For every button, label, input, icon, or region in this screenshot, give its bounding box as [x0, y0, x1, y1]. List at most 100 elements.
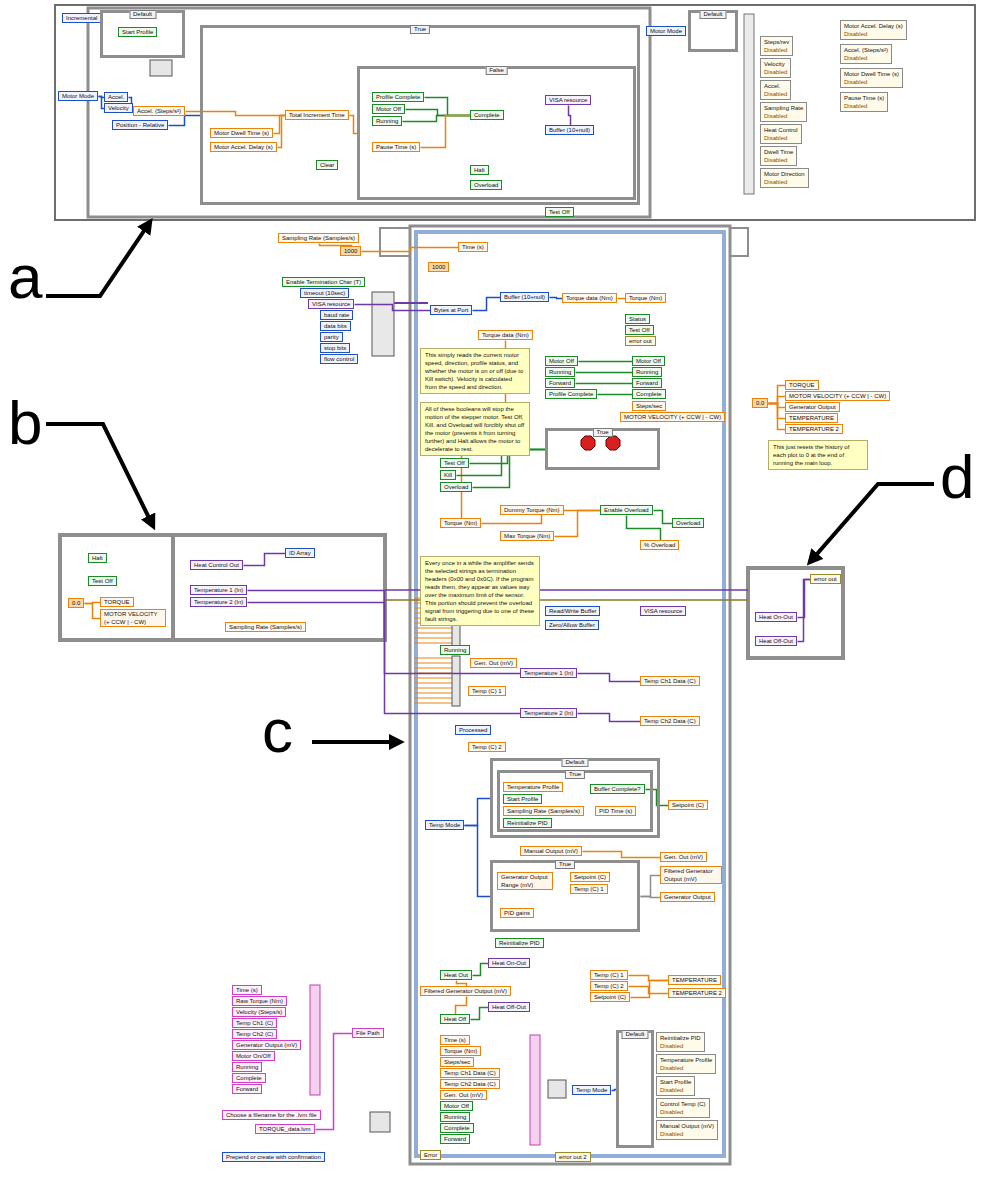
integer-terminal: Temp Mode	[425, 820, 464, 830]
boolean-terminal: Complete	[440, 1123, 474, 1133]
numeric-terminal: Accel. (Steps/s²)	[133, 106, 185, 116]
visa-terminal: Heat On-Out	[755, 612, 797, 622]
terminal-label: Running	[444, 1113, 466, 1121]
property-node: Motor DirectionDisabled	[760, 168, 809, 188]
terminal-label: Gen. Out (mV)	[444, 1091, 483, 1099]
property-node: Accel. (Steps/s²)Disabled	[840, 44, 892, 64]
property-value: Disabled	[764, 46, 789, 54]
terminal-label: Heat Control Out	[194, 561, 239, 569]
visa-terminal: VISA resource	[545, 95, 591, 105]
terminal-label: Running	[236, 1063, 258, 1071]
property-name: Motor Direction	[764, 170, 805, 178]
numeric-terminal: Sampling Rate (Samples/s)	[503, 806, 584, 816]
terminal-label: Raw Torque (Nm)	[236, 997, 283, 1005]
property-name: Sampling Rate	[764, 104, 803, 112]
terminal-label: Motor Accel. Delay (s)	[214, 143, 273, 151]
terminal-label: Complete	[474, 111, 500, 119]
terminal-label: Temp Ch1 Data (C)	[444, 1069, 496, 1077]
wire	[473, 298, 501, 311]
numeric-constant: 1000	[340, 246, 361, 256]
numeric-terminal: Gen. Out (mV)	[660, 852, 707, 862]
string-terminal: Complete	[232, 1073, 266, 1083]
string-terminal: Generator Output (mV)	[232, 1040, 301, 1050]
visa-terminal: Temperature 2 (In)	[190, 597, 247, 607]
boolean-terminal: Heat Off	[440, 1014, 470, 1024]
terminal-label: MOTOR VELOCITY (+ CCW | - CW)	[104, 610, 162, 626]
terminal-label: VISA resource	[312, 300, 350, 308]
terminal-label: Complete	[636, 390, 662, 398]
numeric-constant: 0.0	[68, 598, 84, 608]
terminal-label: Generator Output	[789, 403, 836, 411]
wire	[569, 106, 571, 126]
wire	[646, 790, 669, 806]
case-selector: True	[555, 860, 575, 869]
terminal-label: Test Off	[92, 577, 113, 585]
boolean-terminal: Test Off	[440, 458, 469, 468]
comment-note: Every once in a while the amplifier send…	[420, 556, 540, 626]
wire	[456, 997, 467, 1015]
wire	[274, 116, 286, 134]
wire	[641, 897, 661, 898]
integer-terminal: Motor Mode	[58, 91, 98, 101]
property-name: Temperature Profile	[660, 1056, 712, 1064]
numeric-constant: 0.0	[752, 398, 768, 408]
integer-terminal: flow control	[320, 354, 358, 364]
build-array-icon	[310, 985, 320, 1095]
wire	[631, 981, 669, 998]
wire	[316, 1034, 353, 1130]
terminal-label: Buffer (10+null)	[504, 293, 545, 301]
error-cluster-terminal: error out	[625, 336, 656, 346]
terminal-label: PID gains	[504, 909, 530, 917]
terminal-label: Heat Off	[444, 1015, 466, 1023]
case-selector: Default	[129, 10, 156, 19]
integer-terminal: Buffer (10+null)	[545, 125, 594, 135]
case-selector: True	[592, 428, 612, 437]
property-value: Disabled	[764, 178, 805, 186]
terminal-label: Temperature 2 (In)	[194, 598, 243, 606]
case-structure: TrueMotor Dwell Time (s)Motor Accel. Del…	[200, 25, 640, 205]
property-name: Heat Control	[764, 126, 798, 134]
integer-terminal: Prepend or create with confirmation	[222, 1152, 325, 1162]
terminal-label: 0.0	[72, 599, 80, 607]
terminal-label: Test Off	[629, 326, 650, 334]
numeric-terminal: Steps/sec	[632, 401, 666, 411]
terminal-label: TORQUE_data.lvm	[259, 1125, 311, 1133]
terminal-label: Overload	[444, 483, 468, 491]
case-structure: Default	[688, 10, 738, 52]
stop-icon	[606, 436, 620, 450]
visa-terminal: Heat On-Out	[488, 958, 530, 968]
property-bundle	[744, 14, 754, 194]
terminal-label: Overload	[676, 519, 700, 527]
wire	[629, 987, 669, 994]
boolean-terminal: Start Profile	[118, 27, 157, 37]
terminal-label: Sampling Rate (Samples/s)	[507, 807, 580, 815]
numeric-terminal: Setpoint (C)	[570, 872, 610, 882]
terminal-label: Torque (Nm)	[444, 1047, 477, 1055]
property-value: Disabled	[764, 68, 787, 76]
terminal-label: Steps/sec	[636, 402, 662, 410]
property-value: Disabled	[660, 1042, 701, 1050]
terminal-label: Max Torque (Nm)	[504, 532, 550, 540]
terminal-label: error out 2	[559, 1153, 587, 1161]
terminal-label: Torque data (Nm)	[566, 294, 613, 302]
numeric-terminal: Temp Ch1 Data (C)	[440, 1068, 500, 1078]
wire	[583, 852, 661, 858]
wire	[578, 714, 641, 722]
terminal-label: Halt	[92, 554, 103, 562]
integer-terminal: stop bits	[320, 343, 350, 353]
terminal-label: Error	[424, 1151, 437, 1159]
property-value: Disabled	[844, 102, 884, 110]
wire	[465, 826, 491, 897]
terminal-label: Forward	[636, 379, 658, 387]
numeric-terminal: Motor Accel. Delay (s)	[210, 142, 277, 152]
terminal-label: Overload	[474, 181, 498, 189]
boolean-terminal: Overload	[672, 518, 704, 528]
property-name: Motor Accel. Delay (s)	[844, 22, 903, 30]
string-terminal: File Path	[352, 1028, 384, 1038]
terminal-label: Enable Overload	[604, 506, 649, 514]
numeric-terminal: PID gains	[500, 908, 534, 918]
numeric-terminal: Pause Time (s)	[372, 142, 420, 152]
property-value: Disabled	[764, 134, 798, 142]
terminal-label: Complete	[444, 1124, 470, 1132]
property-node: Motor Accel. Delay (s)Disabled	[840, 20, 907, 40]
